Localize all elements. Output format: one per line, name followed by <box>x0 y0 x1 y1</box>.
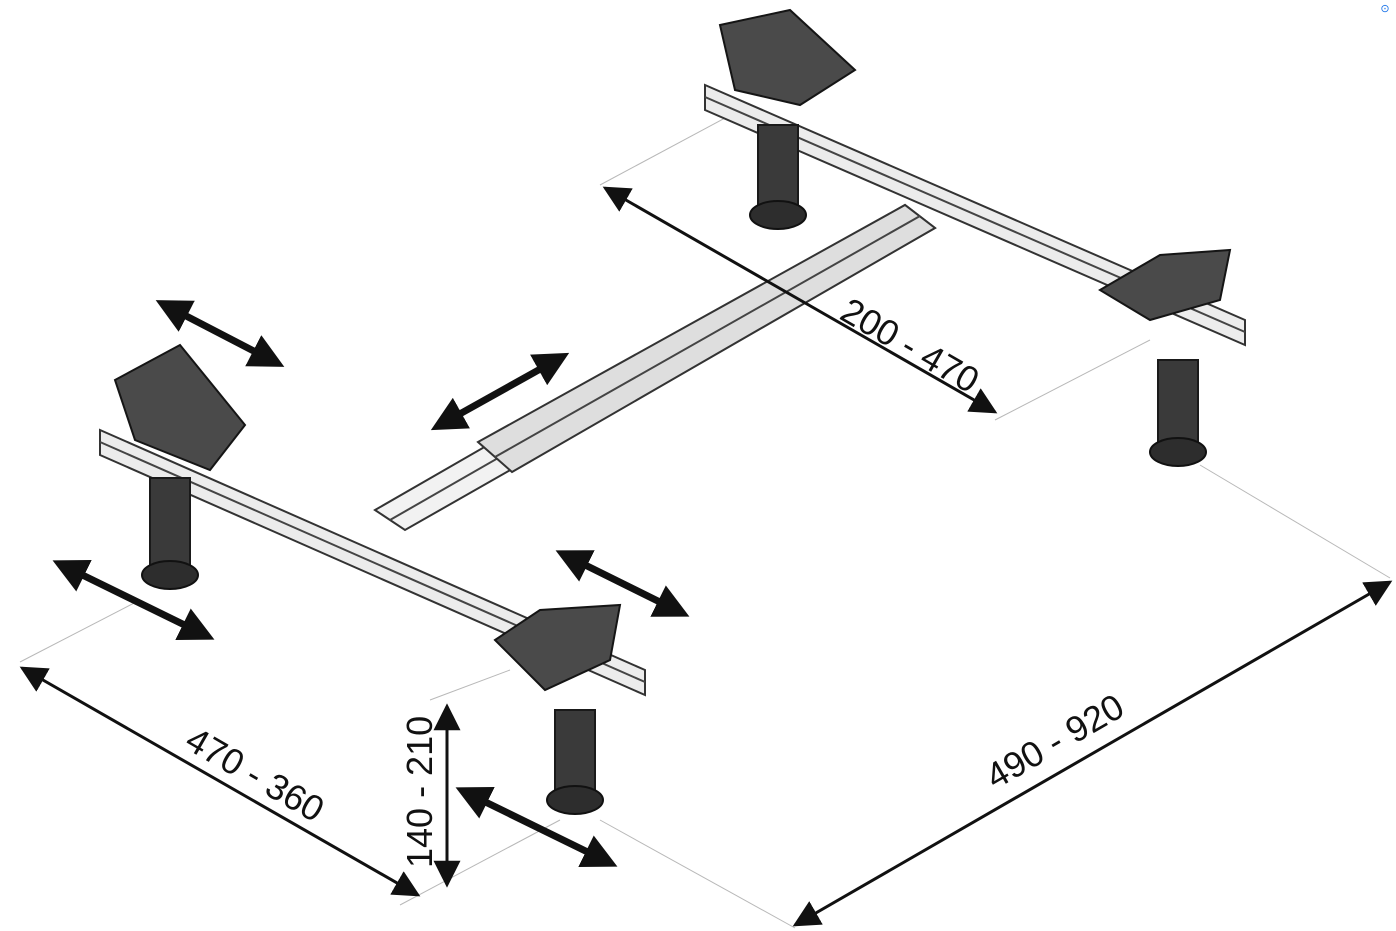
dim-label-outer-width: 470 - 360 <box>179 718 331 830</box>
dim-line-200-470 <box>602 186 998 414</box>
dim-line-490-920 <box>792 580 1393 927</box>
leg-back-right <box>1149 359 1207 467</box>
extension-lines <box>19 109 1391 929</box>
lens-icon[interactable]: ⊙ <box>1380 3 1390 15</box>
adjust-arrow-plate <box>155 300 285 367</box>
dim-line-470-360 <box>19 666 421 897</box>
adjustment-arrows <box>52 300 690 867</box>
adjust-arrow-left-foot <box>52 560 215 640</box>
plate-back-left <box>718 8 857 107</box>
leg-back-left <box>749 124 807 230</box>
dim-label-inner-width: 200 - 470 <box>834 289 986 401</box>
adjust-arrow-tube <box>430 352 570 431</box>
dimension-lines <box>19 186 1393 927</box>
leg-front-left <box>141 477 199 590</box>
adjust-arrow-right-plate <box>555 550 690 617</box>
plate-back-right <box>1098 248 1232 322</box>
leg-front-right <box>546 709 604 815</box>
dim-label-length: 490 - 920 <box>979 685 1131 797</box>
telescopic-cross-tube <box>373 203 937 532</box>
support-plates <box>113 8 1232 692</box>
dim-label-height: 140 - 210 <box>399 716 440 868</box>
plate-front-right <box>493 603 622 692</box>
adjust-arrow-right-foot <box>455 787 618 867</box>
